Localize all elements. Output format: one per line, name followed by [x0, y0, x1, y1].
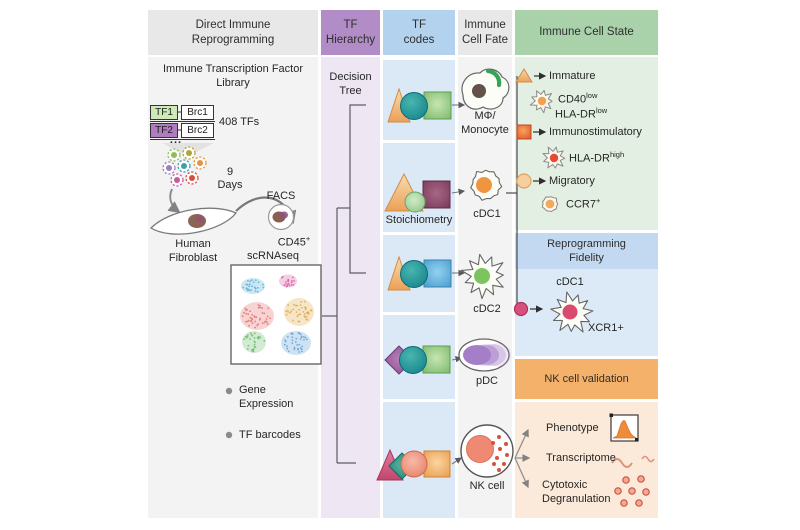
migratory-label: Migratory — [549, 175, 595, 187]
cdc2-label: cDC2 — [473, 303, 501, 315]
migratory-marker — [516, 173, 532, 189]
umap-cluster-blue-top — [241, 278, 265, 294]
tf-code-cdc1-shapes — [384, 172, 451, 213]
umap-cluster-orange — [284, 298, 314, 326]
header-reprogramming: Direct Immune Reprogramming — [148, 10, 318, 55]
bullet-gene-label: Gene Expression — [239, 384, 294, 410]
fibroblast-label: Human Fibroblast — [168, 238, 218, 264]
cdc1-label: cDC1 — [473, 208, 501, 220]
days-number: 9 — [226, 166, 234, 178]
cdc2-cell — [460, 253, 504, 300]
fidelity-title: Reprogramming Fidelity — [547, 237, 626, 264]
mphi-label: MΦ/ — [474, 110, 496, 122]
facs-cell — [267, 203, 295, 231]
header-fate: Immune Cell Fate — [458, 10, 512, 55]
decision-tree-lines — [322, 104, 366, 464]
ccr7-label: CCR7+ — [566, 196, 601, 211]
tf-code-nk-shapes — [376, 448, 451, 481]
umap-cluster-pink — [279, 274, 297, 288]
nk-cell — [460, 424, 514, 478]
umap-cluster-green — [242, 331, 266, 353]
header-hierarchy: TF Hierarchy — [321, 10, 380, 55]
brc2-box: Brc2 — [181, 123, 214, 138]
pdc-cell — [458, 338, 511, 372]
immature-label: Immature — [549, 70, 596, 82]
xcr1-label: XCR1+ — [588, 322, 624, 334]
tf-code-pdc-shapes — [384, 345, 451, 375]
days-word: Days — [217, 179, 243, 191]
stoichiometry-label: Stoichiometry — [385, 214, 453, 226]
umap-cluster-blue-bottom — [281, 331, 311, 355]
cd40-label: CD40low — [558, 91, 598, 106]
tf2-box: TF2 — [150, 123, 178, 138]
scrnaseq-label: scRNAseq — [247, 250, 299, 262]
phenotype-histogram-icon — [609, 413, 639, 442]
ellipsis-label: ... — [169, 134, 183, 146]
panel-state-green — [515, 57, 658, 230]
bullet-gene-dot — [225, 387, 233, 395]
immunostimulatory-cell-icon — [542, 146, 566, 169]
tf-code-mphi-shapes — [387, 87, 452, 123]
band-nk-validation — [515, 359, 658, 399]
bullet-barcode-dot — [225, 431, 233, 439]
fidelity-marker — [513, 301, 529, 317]
fibroblast-cell — [149, 207, 238, 235]
header-state: Immune Cell State — [515, 10, 658, 55]
xcr1-cdc1-cell — [550, 291, 594, 333]
immature-cell-icon — [529, 89, 553, 114]
brc1-box: Brc1 — [181, 105, 214, 120]
nk-validation-title: NK cell validation — [544, 372, 629, 385]
bullet-barcodes-label: TF barcodes — [239, 429, 301, 441]
immunostimulatory-marker — [516, 124, 532, 140]
monocyte-label: Monocyte — [461, 124, 509, 136]
pdc-label: pDC — [475, 375, 498, 387]
nk-label: NK cell — [469, 480, 505, 492]
lentivirus-cluster — [162, 146, 207, 187]
immunostimulatory-label: Immunostimulatory — [549, 126, 642, 138]
degranulation-dots-icon — [614, 475, 650, 507]
cd45-label: CD45+ — [277, 234, 311, 249]
library-title: Immune Transcription Factor Library — [163, 63, 303, 89]
state-marker-arrows — [530, 72, 547, 313]
tf-code-cdc2-shapes — [387, 255, 452, 291]
umap-cluster-red — [240, 302, 274, 330]
cytotoxic-label: Cytotoxic Degranulation — [542, 479, 611, 505]
nk-validation-arrows — [514, 428, 531, 489]
transcriptome-squiggle-icon — [611, 455, 655, 468]
cdc1-state-connector — [506, 76, 518, 309]
facs-label: FACS — [266, 190, 296, 202]
band-fidelity — [515, 233, 658, 269]
cdc1-cell — [470, 169, 503, 201]
immature-marker — [515, 68, 533, 83]
mphi-monocyte-cell — [461, 68, 510, 110]
decision-tree-label: Decision Tree — [329, 71, 372, 97]
virus-to-fibroblast-arrow — [167, 188, 181, 214]
transcriptome-label: Transcriptome — [546, 452, 616, 464]
tf1-box: TF1 — [150, 105, 178, 120]
header-tf-codes: TF codes — [383, 10, 455, 55]
hladr-low-label: HLA-DRlow — [555, 106, 608, 121]
phenotype-label: Phenotype — [546, 422, 599, 434]
code-to-cell-arrows — [451, 101, 466, 465]
hladr-high-label: HLA-DRhigh — [569, 150, 625, 165]
migratory-cell-icon — [541, 196, 559, 212]
tf-count-label: 408 TFs — [219, 116, 260, 128]
fidelity-cdc1-label: cDC1 — [556, 276, 584, 288]
